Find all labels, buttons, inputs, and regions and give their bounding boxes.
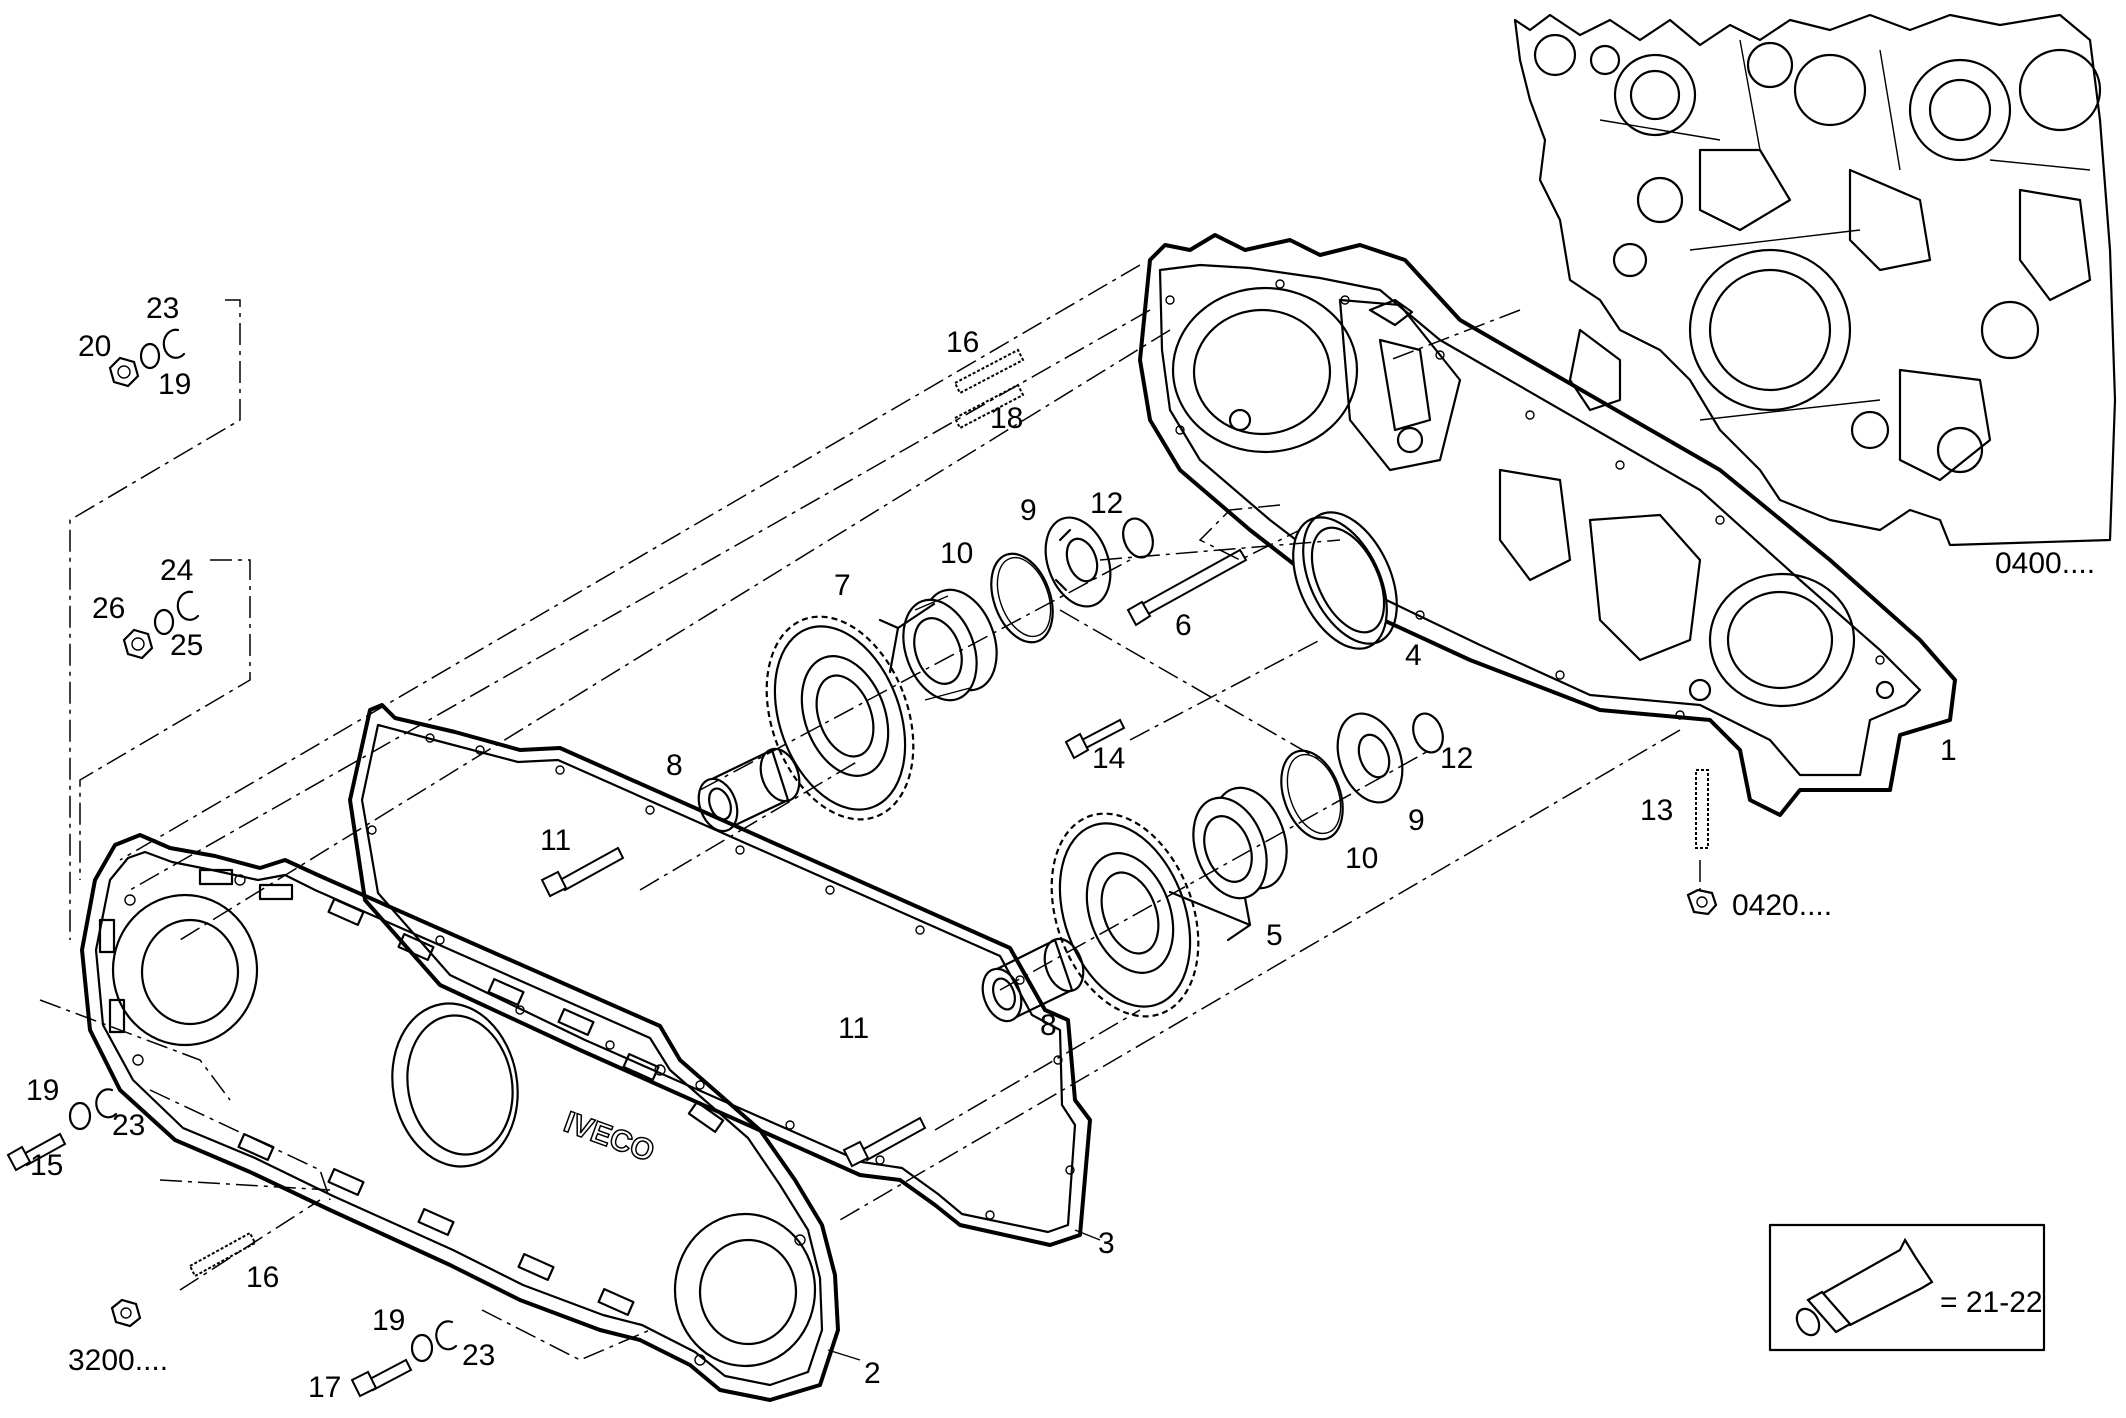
bolt-6: 6 <box>1126 548 1248 642</box>
callout-12b: 12 <box>1440 742 1473 775</box>
callout-26: 26 <box>92 592 125 625</box>
callout-19a: 19 <box>158 368 191 401</box>
callout-8b: 8 <box>1040 1009 1057 1042</box>
sealant-tube-icon <box>1795 1237 1934 1337</box>
callout-19b: 19 <box>26 1074 59 1107</box>
ref-nut: 0420.... <box>1732 889 1832 922</box>
oil-seal-4: 4 <box>1292 511 1422 672</box>
hardware-20-19-23: 23 20 19 <box>78 292 191 401</box>
callout-19c: 19 <box>372 1304 405 1337</box>
ref-front-nut: 3200.... <box>68 1344 168 1377</box>
callout-14: 14 <box>1092 742 1125 775</box>
callout-11b: 11 <box>838 1012 869 1045</box>
callout-20: 20 <box>78 330 111 363</box>
callout-24: 24 <box>160 554 193 587</box>
gasket-3: 3 <box>348 703 1115 1260</box>
sealant-legend: = 21-22 <box>1768 1223 2046 1352</box>
callout-15: 15 <box>30 1149 63 1182</box>
bushing-8-lower: 8 <box>981 937 1085 1042</box>
callout-10a: 10 <box>940 537 973 570</box>
lower-gear-assembly: 12 9 10 5 <box>1050 712 1473 1018</box>
bolt-14: 14 <box>1064 718 1125 775</box>
callout-8a: 8 <box>666 749 683 782</box>
callout-12a: 12 <box>1090 487 1123 520</box>
callout-3: 3 <box>1098 1227 1115 1260</box>
callout-1: 1 <box>1940 734 1957 767</box>
callout-2: 2 <box>864 1357 881 1390</box>
rear-gear-housing: 1 <box>1138 233 1957 817</box>
callout-9a: 9 <box>1020 494 1037 527</box>
bolt-11-lower: 11 <box>838 1012 927 1168</box>
callout-7: 7 <box>834 569 851 602</box>
callout-10b: 10 <box>1345 842 1378 875</box>
callout-25: 25 <box>170 629 203 662</box>
hardware-26-25-24: 24 26 25 <box>92 554 203 662</box>
callout-9b: 9 <box>1408 804 1425 837</box>
callout-16a: 16 <box>946 326 979 359</box>
callout-11a: 11 <box>540 824 571 857</box>
callout-23c: 23 <box>462 1339 495 1372</box>
callout-4: 4 <box>1405 639 1422 672</box>
upper-gear-assembly: 12 9 10 7 <box>765 487 1154 821</box>
engine-block: 0400.... <box>1513 13 2117 580</box>
stud-16-and-nut: 16 3200.... <box>68 1231 279 1377</box>
sealant-label: = 21-22 <box>1940 1286 2043 1319</box>
hardware-17-19-23: 19 23 17 <box>308 1304 495 1404</box>
ref-engine-block: 0400.... <box>1995 547 2095 580</box>
hardware-15-19-23: 19 23 15 <box>6 1074 145 1182</box>
front-cover-2: IVECO 2 <box>80 833 881 1402</box>
iveco-logo: IVECO <box>560 1106 659 1169</box>
callout-17: 17 <box>308 1371 341 1404</box>
callout-23a: 23 <box>146 292 179 325</box>
callout-6: 6 <box>1175 609 1192 642</box>
callout-5: 5 <box>1266 919 1283 952</box>
assembly-lines <box>39 264 1701 1361</box>
callout-18: 18 <box>990 402 1023 435</box>
callout-13: 13 <box>1640 794 1673 827</box>
bolt-11-upper: 11 <box>540 824 625 898</box>
callout-23b: 23 <box>112 1109 145 1142</box>
callout-16b: 16 <box>246 1261 279 1294</box>
studs-16-18: 16 18 <box>946 326 1025 435</box>
stud-13-and-nut: 13 0420.... <box>1640 769 1832 922</box>
